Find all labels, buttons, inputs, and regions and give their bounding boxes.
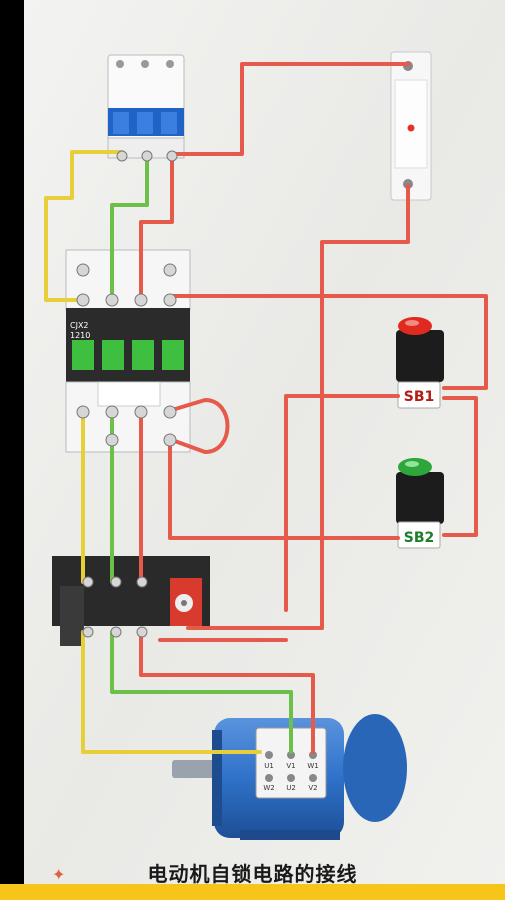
wire-red-selflock-loop — [170, 398, 230, 454]
terminal-v2: V2 — [308, 784, 317, 792]
terminal-w1: W1 — [307, 762, 318, 770]
diagram-caption: 电动机自锁电路的接线 — [147, 862, 358, 886]
start-button-sb2: SB2 — [396, 458, 444, 549]
terminal-u1: U1 — [264, 762, 274, 770]
wire-red-to-fuse — [173, 62, 410, 156]
contactor-rating: 1210 — [70, 331, 90, 340]
wire-red-fuse-out — [320, 184, 410, 630]
circuit-breaker — [107, 54, 185, 159]
sparkle-icon: ✦ — [52, 865, 65, 884]
bottom-banner — [0, 884, 505, 900]
terminal-v1: V1 — [286, 762, 295, 770]
wire-red-overload — [158, 626, 324, 642]
control-fuse-module — [390, 51, 432, 201]
thermal-overload-relay — [52, 556, 210, 646]
wire-red-l3 — [139, 154, 315, 754]
sb1-label: SB1 — [404, 389, 435, 405]
wire-red-to-sb1 — [166, 294, 488, 390]
wire-red-to-sb2 — [168, 443, 400, 540]
terminal-u2: U2 — [286, 784, 296, 792]
stop-button-sb1: SB1 — [396, 317, 444, 409]
sb2-label: SB2 — [404, 530, 435, 546]
terminal-w2: W2 — [263, 784, 274, 792]
terminal-screws — [76, 150, 178, 638]
contactor-model: CJX2 — [70, 321, 89, 330]
